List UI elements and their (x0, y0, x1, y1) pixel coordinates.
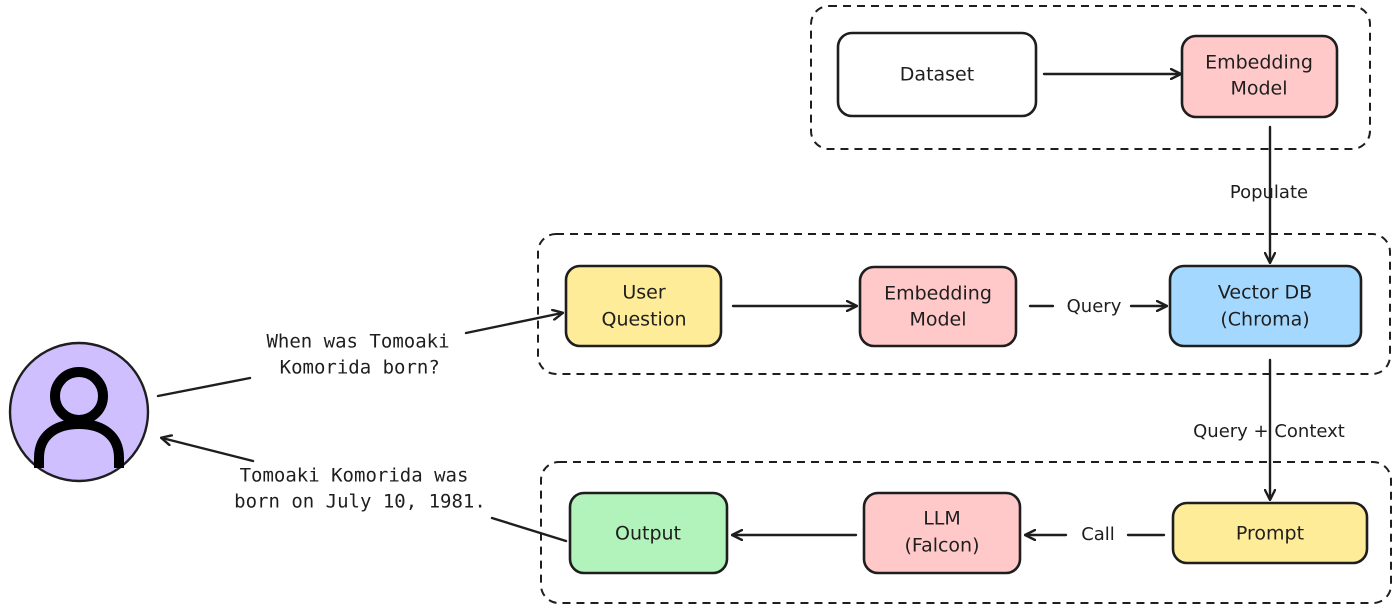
edge-user-to-question-a (156, 376, 252, 398)
embedding-model-mid-box (858, 265, 1018, 348)
user-avatar-circle (8, 341, 150, 483)
indexing-group (810, 5, 1371, 150)
user-avatar (8, 341, 150, 483)
vector-db-box (1168, 264, 1363, 348)
edge-label-query-context: Query + Context (1193, 421, 1345, 442)
edge-label-query: Query (1067, 296, 1122, 317)
llm-label-line1: LLM (923, 508, 961, 530)
edge-label-populate: Populate (1230, 182, 1308, 203)
question-text-line1: When was Tomoaki (266, 331, 449, 353)
output-label: Output (615, 523, 681, 545)
edge-output-to-user-a (490, 516, 568, 543)
output-box (568, 491, 729, 575)
embedding-model-mid-node: Embedding Model (858, 265, 1018, 348)
user-question-label-line1: User (622, 282, 665, 304)
question-text-line2: Komorida born? (268, 357, 440, 379)
vector-db-label-line2: (Chroma) (1220, 309, 1309, 331)
edge-label-call: Call (1081, 524, 1115, 545)
prompt-box (1171, 501, 1369, 565)
user-question-label-line2: Question (602, 309, 687, 331)
embedding-model-top-box (1180, 34, 1339, 119)
retrieval-group (537, 233, 1391, 375)
dataset-box (836, 31, 1038, 118)
user-question-node: User Question (564, 264, 723, 348)
edge-output-to-user-b (162, 438, 255, 463)
llm-node: LLM (Falcon) (862, 491, 1022, 575)
edge-user-to-question-b (464, 313, 562, 335)
prompt-node: Prompt (1171, 501, 1369, 565)
vector-db-node: Vector DB (Chroma) (1168, 264, 1363, 348)
embedding-model-top-label-line2: Model (1230, 78, 1287, 100)
embedding-model-mid-label-line2: Model (909, 309, 966, 331)
vector-db-label-line1: Vector DB (1218, 282, 1312, 304)
dataset-label: Dataset (900, 64, 974, 86)
user-question-box (564, 264, 723, 348)
llm-box (862, 491, 1022, 575)
embedding-model-top-node: Embedding Model (1180, 34, 1339, 119)
dataset-node: Dataset (836, 31, 1038, 118)
answer-text-line2: born on July 10, 1981. (234, 491, 486, 513)
answer-text-line1: Tomoaki Komorida was (240, 465, 469, 487)
embedding-model-mid-label-line1: Embedding (884, 283, 992, 305)
llm-label-line2: (Falcon) (904, 535, 979, 557)
output-node: Output (568, 491, 729, 575)
user-icon (34, 367, 124, 468)
embedding-model-top-label-line1: Embedding (1205, 52, 1313, 74)
prompt-label: Prompt (1236, 523, 1304, 545)
